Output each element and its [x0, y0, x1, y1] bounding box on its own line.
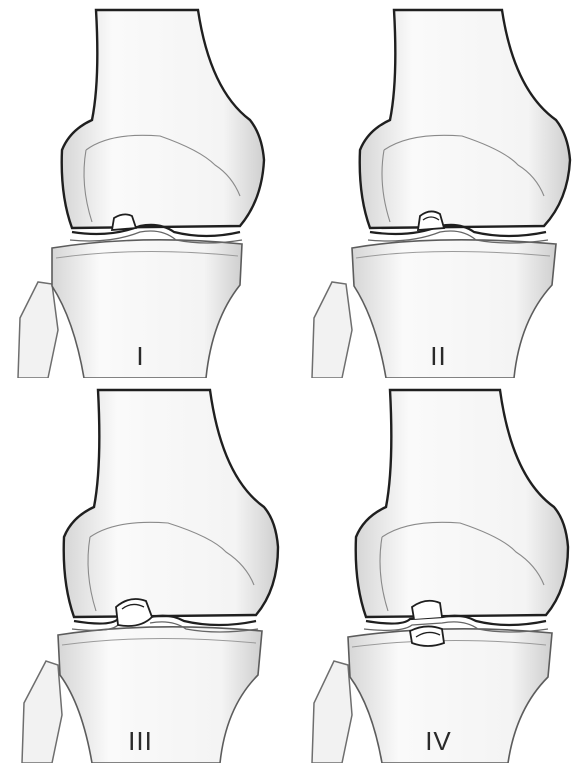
- panel-stage-4: IV: [294, 385, 583, 763]
- knee-illustration-3: [0, 385, 289, 763]
- panel-stage-3: III: [0, 385, 289, 763]
- loose-fragment: [410, 626, 444, 646]
- femur: [62, 10, 264, 228]
- knee-illustration-4: [294, 385, 583, 763]
- lesion: [116, 599, 152, 626]
- knee-illustration-2: [294, 0, 583, 378]
- lesion: [418, 211, 444, 230]
- femur: [360, 10, 570, 228]
- panel-stage-1: I: [0, 0, 289, 378]
- stage-label: IV: [294, 726, 583, 757]
- stage-label: I: [0, 341, 285, 372]
- empty-crater: [412, 601, 442, 619]
- femur: [356, 390, 568, 617]
- knee-illustration-1: [0, 0, 289, 378]
- stage-label: II: [294, 341, 583, 372]
- stage-label: III: [0, 726, 285, 757]
- panel-stage-2: II: [294, 0, 583, 378]
- femur: [64, 390, 278, 617]
- lesion: [112, 214, 136, 230]
